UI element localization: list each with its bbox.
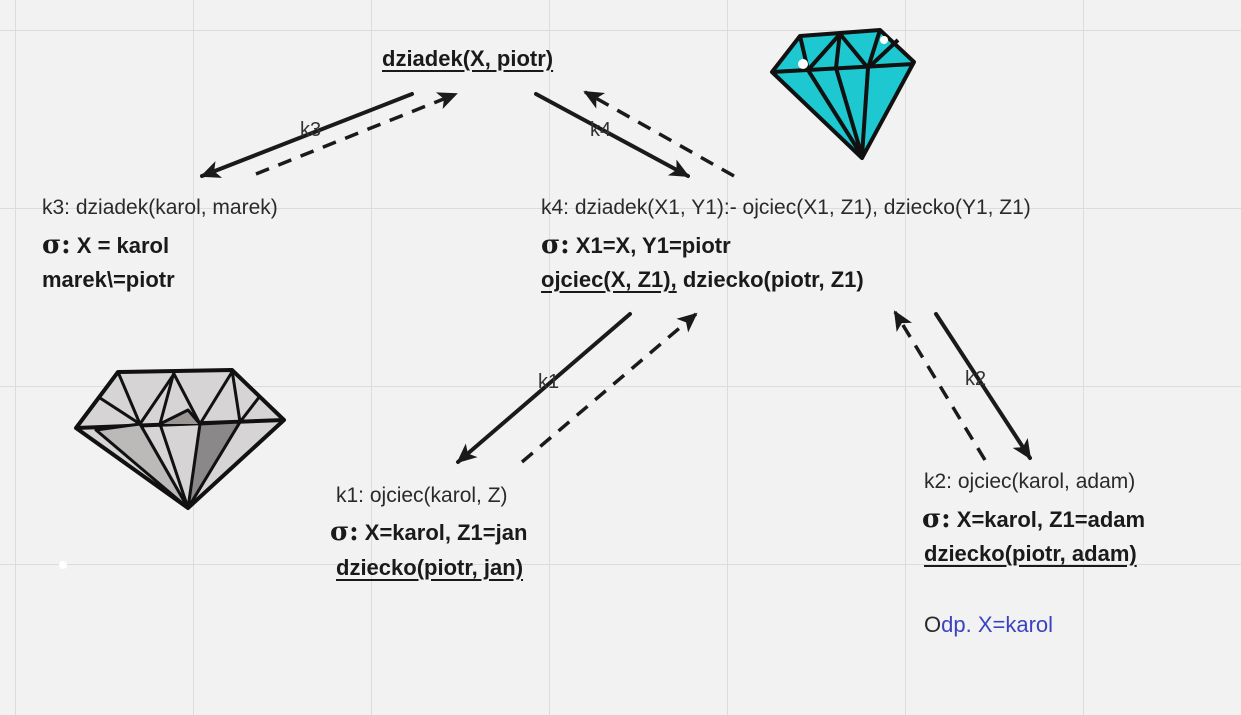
sigma-symbol: σ: bbox=[330, 517, 359, 547]
arrow-k4-up bbox=[583, 90, 735, 178]
gray-diamond-icon bbox=[74, 368, 286, 510]
root-goal: dziadek(X, piotr) bbox=[382, 46, 554, 71]
node-k4-goal: ojciec(X, Z1), dziecko(piotr, Z1) bbox=[541, 267, 864, 293]
answer-first-letter: O bbox=[924, 612, 942, 637]
cyan-diamond-icon bbox=[770, 28, 916, 160]
node-k4-goal-rest: dziecko(piotr, Z1) bbox=[676, 267, 864, 292]
node-k1-rule: k1: ojciec(karol, Z) bbox=[336, 484, 508, 507]
edge-label-k4: k4 bbox=[590, 119, 612, 141]
node-k4-goal-selected: ojciec(X, Z1), bbox=[541, 267, 677, 292]
node-k4-rule: k4: dziadek(X1, Y1):- ojciec(X1, Z1), dz… bbox=[541, 196, 1031, 219]
edge-label-k2: k2 bbox=[965, 368, 987, 390]
node-k2-result: dziecko(piotr, adam) bbox=[924, 541, 1137, 566]
arrow-k1-down bbox=[456, 312, 632, 464]
node-k4-sigma-line: σ:X1=X, Y1=piotr bbox=[541, 230, 731, 260]
edge-label-k3: k3 bbox=[300, 119, 322, 141]
node-k4-sigma: X1=X, Y1=piotr bbox=[575, 233, 731, 258]
sigma-symbol: σ: bbox=[541, 230, 570, 260]
node-k1-sigma: X=karol, Z1=jan bbox=[364, 520, 528, 545]
node-k1-result: dziecko(piotr, jan) bbox=[336, 555, 524, 580]
arrow-k2-down bbox=[934, 312, 1032, 460]
sigma-symbol: σ: bbox=[922, 504, 951, 534]
arrow-k4-down bbox=[534, 92, 690, 178]
node-k2-sigma-line: σ:X=karol, Z1=adam bbox=[922, 504, 1145, 534]
node-k1-sigma-line: σ:X=karol, Z1=jan bbox=[330, 517, 527, 547]
dot-marker bbox=[59, 561, 67, 569]
node-k3-result: marek\=piotr bbox=[42, 267, 175, 292]
node-k2-rule: k2: ojciec(karol, adam) bbox=[924, 470, 1136, 493]
node-k3-rule: k3: dziadek(karol, marek) bbox=[42, 196, 278, 219]
node-k3-sigma-line: σ:X = karol bbox=[42, 230, 169, 260]
arrow-k3-up bbox=[255, 92, 458, 176]
answer-text: Odp. X=karol bbox=[924, 612, 1053, 638]
node-k2-sigma: X=karol, Z1=adam bbox=[956, 507, 1146, 532]
answer-rest: dp. X=karol bbox=[941, 612, 1054, 637]
arrow-k2-up bbox=[893, 310, 987, 461]
arrow-k3-down bbox=[200, 92, 414, 178]
node-k3-sigma: X = karol bbox=[76, 233, 170, 258]
edge-label-k1: k1 bbox=[538, 371, 560, 393]
sigma-symbol: σ: bbox=[42, 230, 71, 260]
